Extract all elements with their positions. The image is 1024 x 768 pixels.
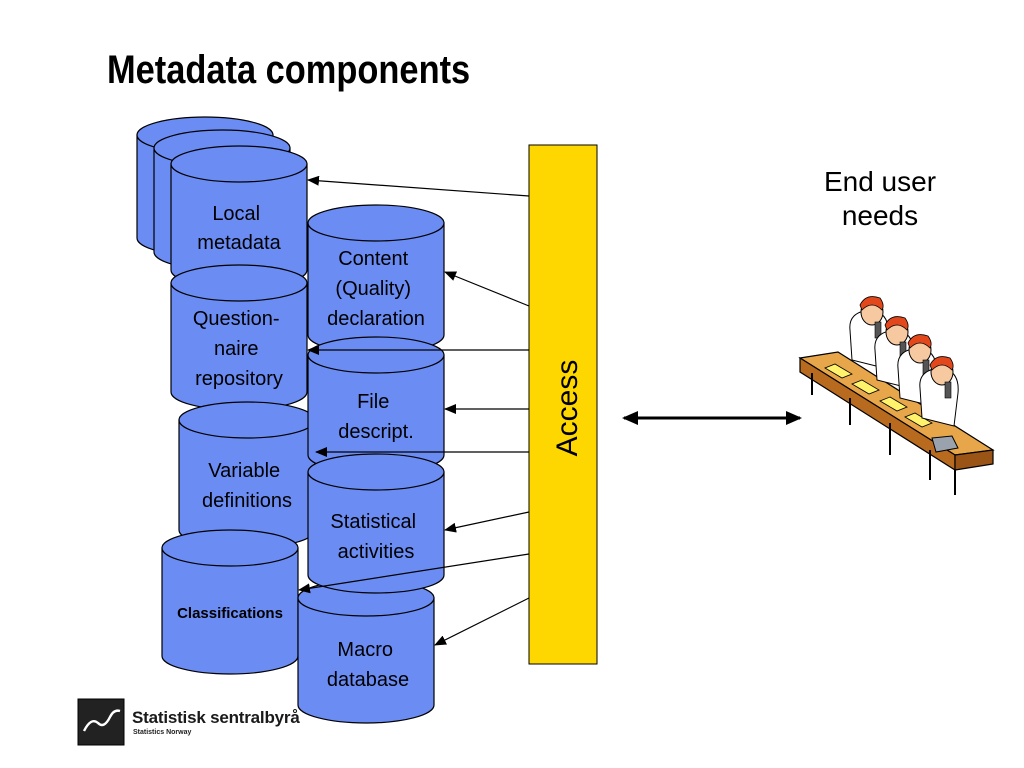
end-user-line-1: End user — [823, 166, 937, 197]
access-label: Access — [551, 360, 584, 457]
file-description-cylinder — [307, 336, 445, 474]
end-user-line-2: needs — [841, 200, 919, 231]
logo-name: Statistisk sentralbyrå — [132, 708, 300, 727]
arrow-to-statistical-activities — [444, 511, 530, 533]
variable-definitions-cylinder — [178, 401, 316, 549]
label-questionnaire: Question- naire repository — [193, 308, 285, 390]
statistical-activities-cylinder — [307, 453, 445, 594]
arrow-to-macro-database — [434, 597, 530, 646]
end-users-clipart — [798, 296, 995, 495]
label-local-metadata: Local metadata — [197, 203, 281, 254]
classifications-cylinder — [161, 529, 299, 675]
slide-title: Metadata components — [107, 48, 471, 92]
label-classifications: Classifications — [177, 605, 283, 622]
arrow-to-content-declaration — [444, 271, 530, 307]
label-variable-definitions: Variable definitions — [202, 460, 292, 512]
arrow-to-local-metadata — [307, 175, 530, 197]
end-user-needs-label: End user needs — [795, 165, 965, 233]
double-arrow — [622, 411, 802, 425]
label-statistical-activities: Statistical activities — [330, 511, 421, 563]
label-content-declaration: Content (Quality) declaration — [327, 248, 425, 330]
questionnaire-cylinder — [170, 264, 308, 411]
label-macro-database: Macro database — [327, 639, 409, 691]
ssb-logo-mark — [77, 698, 125, 746]
logo-subtitle: Statistics Norway — [133, 729, 192, 736]
access-bar — [528, 144, 598, 665]
label-file-description: File descript. — [338, 391, 414, 443]
arrow-to-classifications — [298, 553, 530, 594]
ssb-logo: Statistisk sentralbyrå Statistics Norway — [76, 697, 316, 749]
